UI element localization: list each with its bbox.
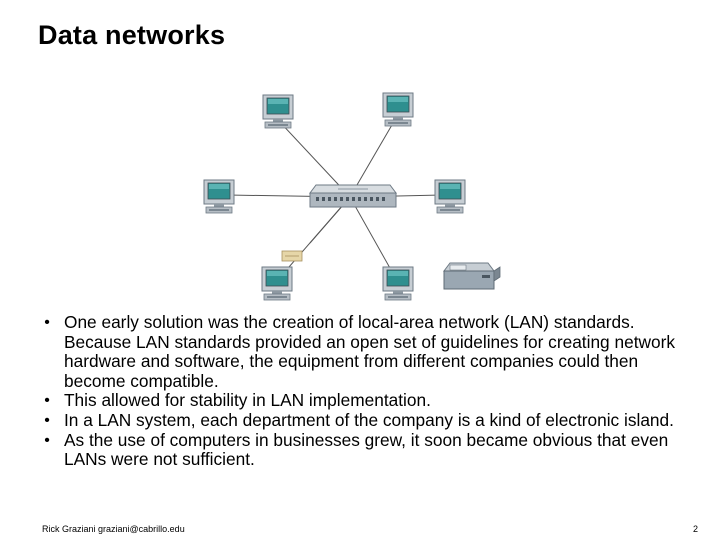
bullet-text: As the use of computers in businesses gr… — [64, 429, 669, 470]
bullet-item: • In a LAN system, each department of th… — [38, 409, 698, 431]
nic-icon — [281, 250, 303, 262]
bullet-text: In a LAN system, each department of the … — [64, 409, 674, 430]
network-diagram — [203, 92, 501, 301]
hub-icon — [309, 184, 397, 208]
bullet-item: • This allowed for stability in LAN impl… — [38, 391, 698, 411]
footer-author: Rick Graziani graziani@cabrillo.edu — [42, 524, 185, 534]
computer-icon — [203, 179, 235, 214]
bullet-list: • One early solution was the creation of… — [38, 312, 698, 470]
bullet-marker: • — [44, 431, 50, 449]
bullet-text: One early solution was the creation of l… — [64, 312, 675, 391]
computer-icon — [382, 266, 414, 301]
computer-icon — [434, 179, 466, 214]
page-number: 2 — [692, 524, 698, 534]
bullet-item: • One early solution was the creation of… — [38, 312, 698, 391]
computer-icon — [382, 92, 414, 127]
computer-icon — [262, 94, 294, 129]
slide-title: Data networks — [38, 20, 226, 50]
bullet-marker: • — [44, 314, 50, 331]
bullet-text: This allowed for stability in LAN implem… — [64, 390, 431, 411]
bullet-marker: • — [44, 411, 50, 429]
bullet-item: • As the use of computers in businesses … — [38, 429, 698, 470]
printer-icon — [443, 262, 501, 290]
computer-icon — [261, 266, 293, 301]
bullet-marker: • — [44, 392, 50, 410]
